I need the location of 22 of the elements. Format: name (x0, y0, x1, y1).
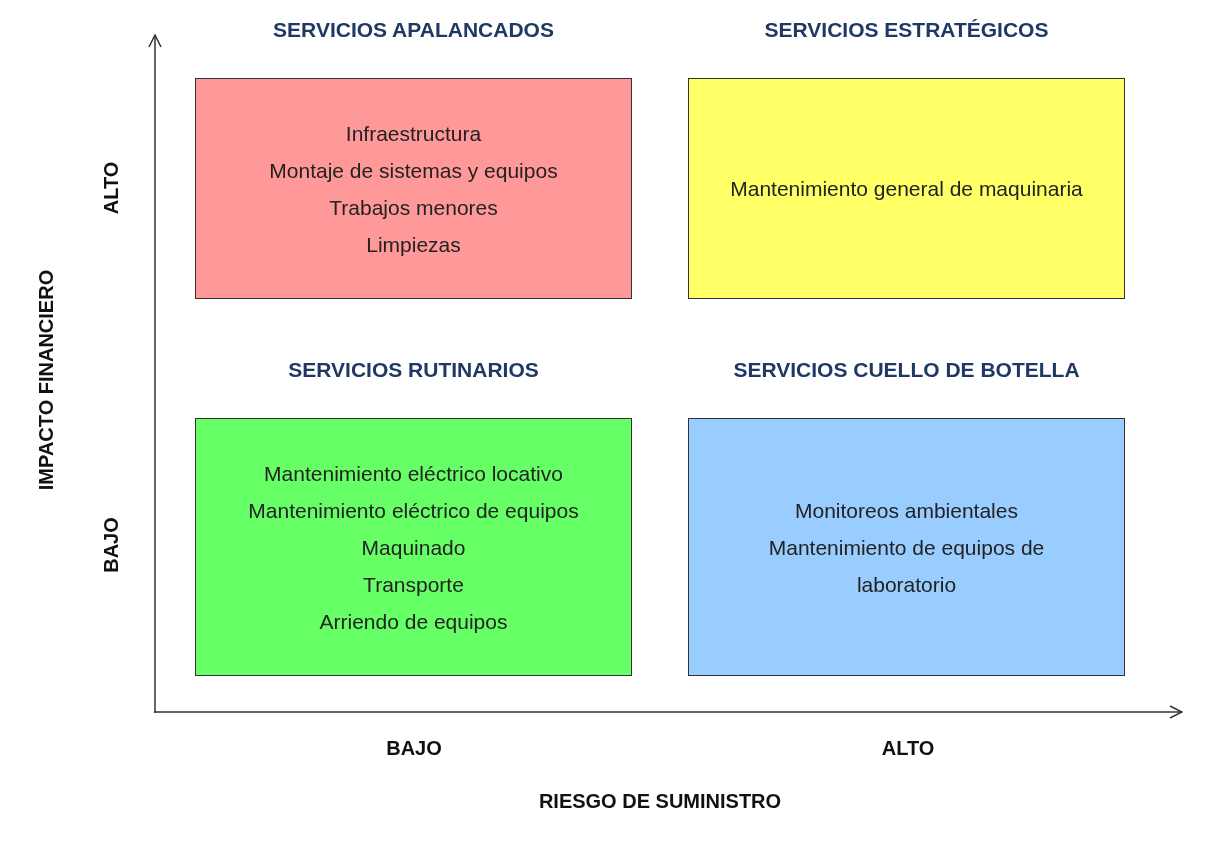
list-item: Infraestructura (345, 120, 482, 147)
list-item: Mantenimiento eléctrico locativo (264, 460, 563, 487)
quadrant-title: SERVICIOS ESTRATÉGICOS (763, 18, 1050, 42)
list-item: Montaje de sistemas y equipos (269, 157, 558, 184)
list-item: Arriendo de equipos (319, 608, 508, 635)
list-item: Trabajos menores (329, 194, 498, 221)
axis-level-label: BAJO (99, 517, 123, 573)
list-item: Limpiezas (366, 231, 461, 258)
quadrant-title: SERVICIOS CUELLO DE BOTELLA (732, 358, 1081, 382)
list-item: Transporte (363, 571, 464, 598)
list-item: Mantenimiento de equipos de laboratorio (767, 534, 1046, 598)
list-item: Mantenimiento eléctrico de equipos (248, 497, 579, 524)
list-item: Monitoreos ambientales (795, 497, 1018, 524)
axis-level-label: ALTO (881, 736, 935, 760)
axis-title: RIESGO DE SUMINISTRO (538, 789, 782, 813)
quadrant-title: SERVICIOS RUTINARIOS (287, 358, 540, 382)
quadrant-title: SERVICIOS APALANCADOS (272, 18, 555, 42)
list-item: Mantenimiento general de maquinaria (730, 176, 1083, 202)
axis-level-label: BAJO (386, 736, 442, 760)
axis-title: IMPACTO FINANCIERO (34, 269, 58, 491)
axis-level-label: ALTO (99, 161, 123, 215)
list-item: Maquinado (361, 534, 466, 561)
